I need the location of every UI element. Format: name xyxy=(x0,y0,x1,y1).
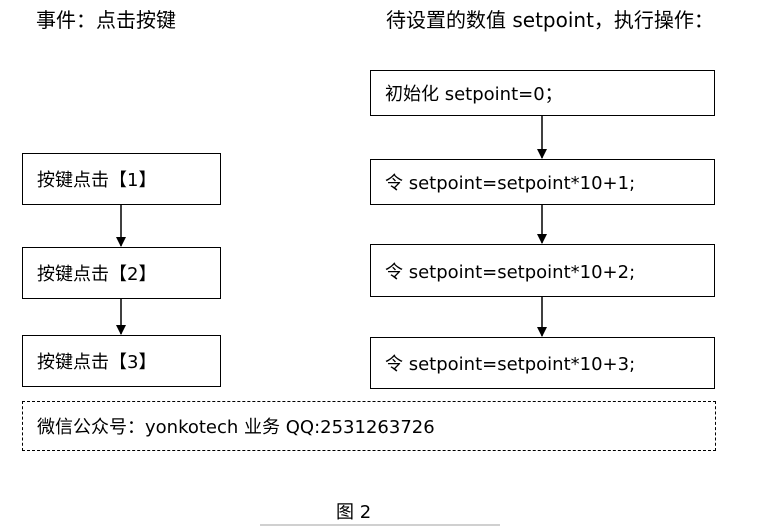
right-step-4-label: 令 setpoint=setpoint*10+3; xyxy=(385,354,636,375)
contact-note-box: 微信公众号：yonkotech 业务 QQ:2531263726 xyxy=(22,401,716,451)
right-step-1-label: 初始化 setpoint=0； xyxy=(385,84,563,105)
left-step-1-box: 按键点击【1】 xyxy=(22,153,221,205)
left-step-3-box: 按键点击【3】 xyxy=(22,335,221,387)
right-heading: 待设置的数值 setpoint，执行操作： xyxy=(386,8,714,32)
right-step-3-label: 令 setpoint=setpoint*10+2; xyxy=(385,261,636,283)
left-step-2-box: 按键点击【2】 xyxy=(22,247,221,299)
left-heading: 事件：点击按键 xyxy=(36,8,176,32)
right-step-2-box: 令 setpoint=setpoint*10+1; xyxy=(370,159,715,205)
right-step-3-box: 令 setpoint=setpoint*10+2; xyxy=(370,244,715,297)
right-step-2-label: 令 setpoint=setpoint*10+1; xyxy=(385,173,636,194)
right-step-1-box: 初始化 setpoint=0； xyxy=(370,70,715,116)
contact-note-text: 微信公众号：yonkotech 业务 QQ:2531263726 xyxy=(37,417,435,438)
left-step-2-label: 按键点击【2】 xyxy=(37,264,157,285)
right-step-4-box: 令 setpoint=setpoint*10+3; xyxy=(370,337,715,389)
left-step-1-label: 按键点击【1】 xyxy=(37,170,157,191)
figure-caption: 图 2 xyxy=(336,502,372,523)
left-step-3-label: 按键点击【3】 xyxy=(37,352,157,373)
bottom-divider xyxy=(260,524,500,526)
